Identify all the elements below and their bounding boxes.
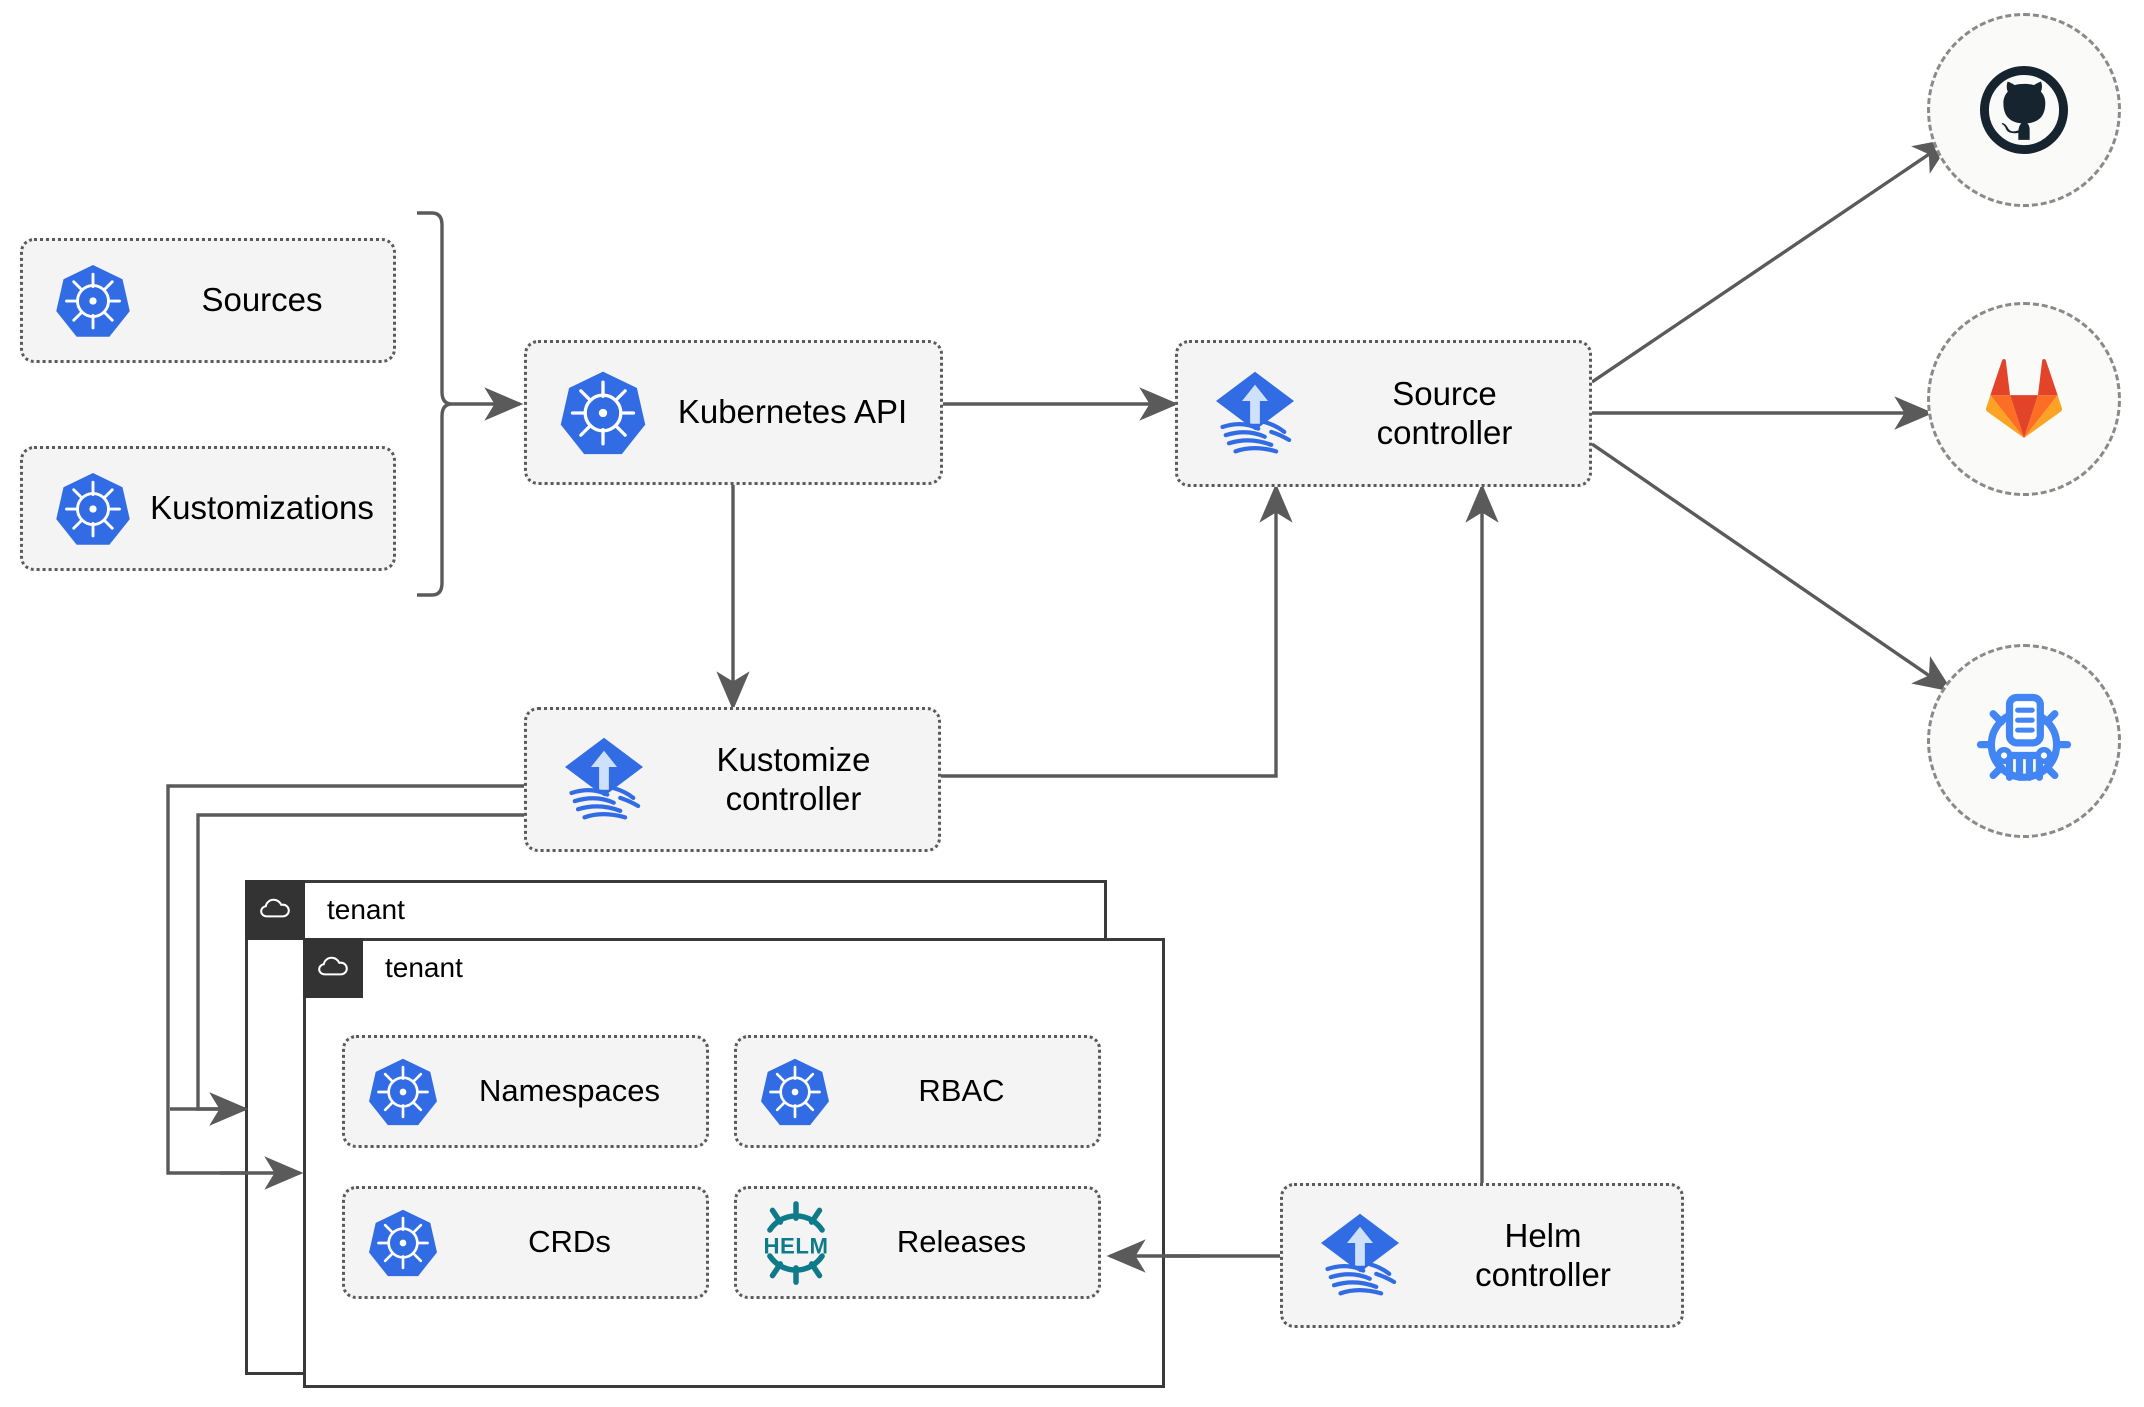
- helm-icon: HELM: [749, 1196, 843, 1290]
- cloud-icon: [245, 880, 305, 940]
- provider-gitlab[interactable]: [1927, 302, 2121, 496]
- flux-icon: [1305, 1201, 1415, 1311]
- flux-icon: [549, 725, 659, 835]
- node-kustomize-controller[interactable]: Kustomize controller: [524, 707, 941, 852]
- gitlab-icon: [1985, 358, 2063, 438]
- kubernetes-icon: [45, 461, 141, 557]
- kubernetes-icon: [45, 253, 141, 349]
- kubernetes-icon: [755, 1052, 835, 1132]
- cloud-icon: [303, 938, 363, 998]
- node-label: Namespaces: [479, 1073, 660, 1109]
- edge-source-helmrepo: [1591, 442, 1953, 692]
- node-kustomizations[interactable]: Kustomizations: [20, 446, 396, 571]
- node-label: Kustomize controller: [716, 740, 871, 817]
- tenant-header: tenant: [245, 880, 405, 940]
- github-icon: [1980, 66, 2068, 154]
- kubernetes-icon: [363, 1052, 443, 1132]
- edge-source-github: [1591, 138, 1953, 384]
- tenant-container-inner[interactable]: tenant: [303, 938, 1165, 1388]
- flux-icon: [1200, 359, 1310, 469]
- node-crds[interactable]: CRDs: [342, 1186, 709, 1299]
- provider-github[interactable]: [1927, 13, 2121, 207]
- node-rbac[interactable]: RBAC: [734, 1035, 1101, 1148]
- node-namespaces[interactable]: Namespaces: [342, 1035, 709, 1148]
- node-helm-controller[interactable]: Helm controller: [1280, 1183, 1684, 1328]
- node-label: Releases: [896, 1224, 1027, 1260]
- node-label: Kustomizations: [150, 489, 374, 527]
- svg-text:HELM: HELM: [764, 1233, 829, 1258]
- resources-brace: [417, 211, 453, 597]
- node-source-controller[interactable]: Source controller: [1175, 340, 1592, 487]
- node-label: RBAC: [918, 1073, 1005, 1109]
- node-label: Sources: [201, 281, 323, 319]
- tenant-label: tenant: [327, 894, 405, 925]
- node-label: Source controller: [1376, 374, 1513, 451]
- node-sources[interactable]: Sources: [20, 238, 396, 363]
- node-label: CRDs: [528, 1224, 611, 1260]
- edge-kustomize-source: [939, 483, 1293, 778]
- tenant-header: tenant: [303, 938, 463, 998]
- tenant-label: tenant: [385, 952, 463, 983]
- node-label: Helm controller: [1475, 1216, 1611, 1293]
- helm-repository-icon: [1976, 693, 2072, 781]
- node-releases[interactable]: HELM Releases: [734, 1186, 1101, 1299]
- node-kubernetes-api[interactable]: Kubernetes API: [524, 340, 943, 485]
- node-label: Kubernetes API: [677, 393, 908, 431]
- kubernetes-icon: [551, 361, 655, 465]
- kubernetes-icon: [363, 1203, 443, 1283]
- provider-helm-repository[interactable]: [1927, 644, 2121, 838]
